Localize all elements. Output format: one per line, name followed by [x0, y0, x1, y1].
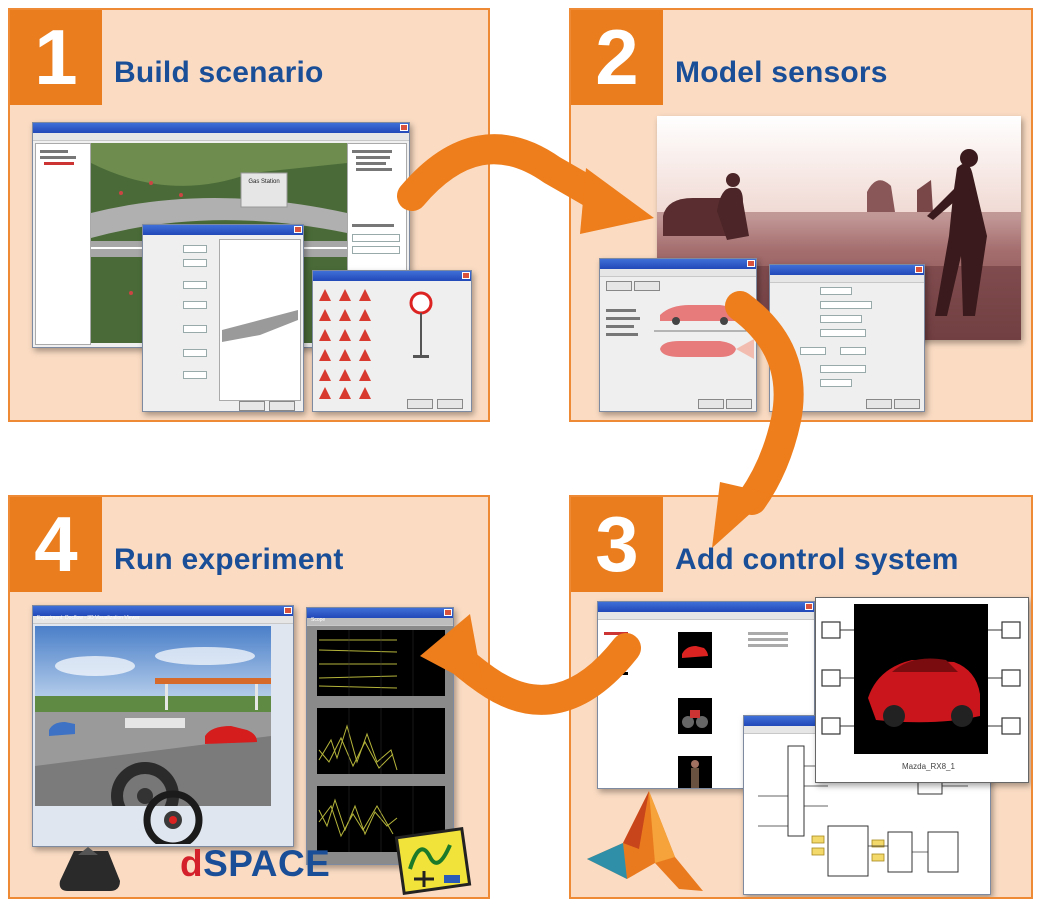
close-icon[interactable] [462, 272, 470, 279]
scenario-tree-panel [35, 143, 91, 345]
step-number-4: 4 [10, 497, 102, 592]
matlab-logo [587, 791, 703, 891]
vehicle-model-label: Mazda_RX8_1 [902, 762, 955, 771]
vehicle-model-window: Mazda_RX8_1 [815, 597, 1029, 783]
visualization-window-title: Experiment: Docflow - 3D Visualization V… [37, 615, 140, 621]
step-number-2: 2 [571, 10, 663, 105]
close-icon[interactable] [444, 609, 452, 616]
visualization-viewer-window: Experiment: Docflow - 3D Visualization V… [32, 605, 294, 847]
model-thumb-car[interactable] [678, 632, 712, 668]
ok-button[interactable] [698, 399, 724, 409]
close-icon[interactable] [294, 226, 302, 233]
cancel-button[interactable] [437, 399, 463, 409]
step-title-1: Build scenario [114, 56, 324, 89]
sensor-car-topview [654, 305, 754, 359]
dspace-logo-d: d [180, 843, 204, 884]
scope-toolbar [307, 618, 453, 626]
speed-sign-preview [409, 291, 433, 358]
close-icon[interactable] [915, 266, 923, 273]
simulink-block-diagram[interactable] [748, 736, 986, 890]
cancel-button[interactable] [894, 399, 920, 409]
sensor-parameters-dialog [769, 264, 925, 412]
step-panel-1: 1 Build scenario Gas Station [8, 8, 490, 422]
sensor-params-titlebar [770, 265, 924, 275]
scenario-editor-menubar [33, 133, 409, 141]
step-panel-2: 2 Model sensors [569, 8, 1033, 422]
ok-button[interactable] [866, 399, 892, 409]
step-number-1: 1 [10, 10, 102, 105]
labview-logo [394, 827, 472, 895]
close-icon[interactable] [747, 260, 755, 267]
dspace-logo-rest: SPACE [203, 843, 331, 884]
road-preview [219, 239, 301, 401]
sign-dialog-titlebar [313, 271, 471, 281]
scope-window-title: Scope [311, 617, 326, 623]
sensor-dialog-tabs[interactable] [600, 269, 756, 277]
sensor-dialog-titlebar [600, 259, 756, 269]
ok-button[interactable] [407, 399, 433, 409]
dspace-logo: dSPACE [180, 843, 330, 885]
road-dialog-titlebar [143, 225, 303, 235]
visualization-toolbar [33, 616, 293, 624]
step-panel-3: 3 Add control system [569, 495, 1033, 899]
visualization-titlebar: Experiment: Docflow - 3D Visualization V… [33, 606, 293, 621]
step-number-3: 3 [571, 497, 663, 592]
traffic-sign-dialog [312, 270, 472, 412]
step-title-4: Run experiment [114, 543, 344, 576]
traffic-sign-grid[interactable] [317, 287, 381, 403]
driving-scene [35, 626, 271, 806]
close-icon[interactable] [400, 124, 408, 131]
model-library-toolbar [598, 612, 814, 620]
sensor-params-tabs[interactable] [770, 275, 924, 283]
cancel-button[interactable] [726, 399, 752, 409]
step-title-2: Model sensors [675, 56, 888, 89]
model-library-titlebar [598, 602, 814, 612]
gas-station-label: Gas Station [248, 179, 279, 185]
model-thumb-motorcycle[interactable] [678, 698, 712, 734]
road-properties-dialog [142, 224, 304, 412]
scenario-editor-titlebar [33, 123, 409, 133]
vehicle-io-ports [821, 604, 1021, 754]
model-thumb-pedestrian[interactable] [678, 756, 712, 788]
cancel-button[interactable] [269, 401, 295, 411]
pedal-device [59, 847, 120, 891]
close-icon[interactable] [284, 607, 292, 614]
step-title-3: Add control system [675, 543, 959, 576]
close-icon[interactable] [805, 603, 813, 610]
steering-wheel-icon [143, 790, 203, 844]
sensor-config-dialog [599, 258, 757, 412]
scope-titlebar: Scope [307, 608, 453, 623]
ok-button[interactable] [239, 401, 265, 411]
scope-plot [317, 630, 445, 852]
step-panel-4: 4 Run experiment Experiment: Docflow - 3… [8, 495, 490, 899]
